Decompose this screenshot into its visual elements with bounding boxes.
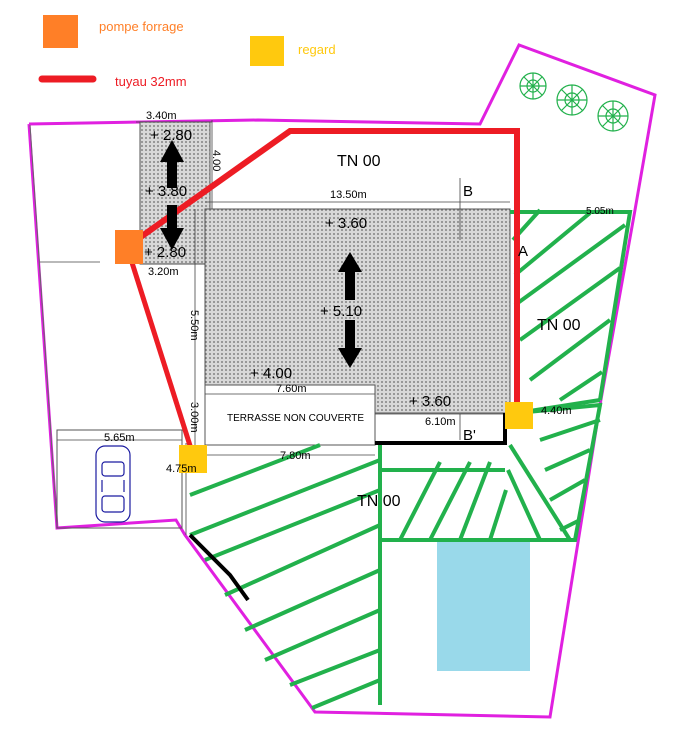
- boundary-inner-line: [29, 124, 58, 526]
- legend-manhole-swatch: [250, 36, 284, 66]
- dim-label: 3.20m: [148, 266, 179, 278]
- level-label: + 2.80: [144, 244, 186, 261]
- dim-label: 7.80m: [280, 450, 311, 462]
- garden-wall: [188, 533, 250, 602]
- ground-level-label: TN 00: [337, 153, 381, 170]
- pipe-route-branch: [125, 249, 196, 456]
- slope-arrow-icon: [160, 140, 362, 368]
- manhole-marker: [179, 445, 207, 473]
- ground-level-label: TN 00: [357, 493, 401, 510]
- dim-label: 7.60m: [276, 383, 307, 395]
- section-marker-b-prime: B': [463, 427, 476, 444]
- level-label: + 3.60: [409, 393, 451, 410]
- legend-pipe-label: tuyau 32mm: [115, 74, 187, 89]
- dim-label: 3.00m: [188, 402, 200, 433]
- pump-marker: [115, 230, 143, 264]
- hatched-lawn-zones: [189, 208, 633, 710]
- dim-label: 4.75m: [166, 463, 197, 475]
- dim-label: 4.00: [210, 150, 222, 171]
- parking-space: [56, 429, 183, 529]
- pool: [437, 540, 530, 671]
- tree-icon: [597, 100, 629, 132]
- level-label: + 3.60: [325, 215, 367, 232]
- terrace-label: TERRASSE NON COUVERTE: [227, 413, 364, 424]
- ground-level-label: TN 00: [537, 317, 581, 334]
- section-marker-a: A: [518, 243, 528, 260]
- dim-label: 13.50m: [330, 189, 367, 201]
- level-label: + 3.80: [145, 183, 187, 200]
- house-footprint: [204, 208, 511, 414]
- dim-label: 4.40m: [541, 405, 572, 417]
- legend-pump-label: pompe forrage: [99, 19, 184, 34]
- level-label: + 4.00: [250, 365, 292, 382]
- dimension-lines: [40, 120, 510, 535]
- dim-label: 5.05m: [586, 206, 614, 217]
- tree-icon: [519, 72, 547, 100]
- section-marker-b: B: [463, 183, 473, 200]
- dim-label: 6.10m: [425, 416, 456, 428]
- level-label: + 2.80: [150, 127, 192, 144]
- legend-manhole-label: regard: [298, 42, 336, 57]
- dim-label: 3.40m: [146, 110, 177, 122]
- terrace-area: [204, 384, 376, 446]
- level-label: + 5.10: [320, 303, 362, 320]
- pipe-route: [126, 128, 520, 412]
- legend-pump-swatch: [43, 15, 78, 48]
- dim-label: 5.50m: [188, 310, 200, 341]
- manhole-marker: [505, 402, 533, 429]
- car-icon: [95, 445, 131, 523]
- tree-icon: [556, 84, 588, 116]
- dim-label: 5.65m: [104, 432, 135, 444]
